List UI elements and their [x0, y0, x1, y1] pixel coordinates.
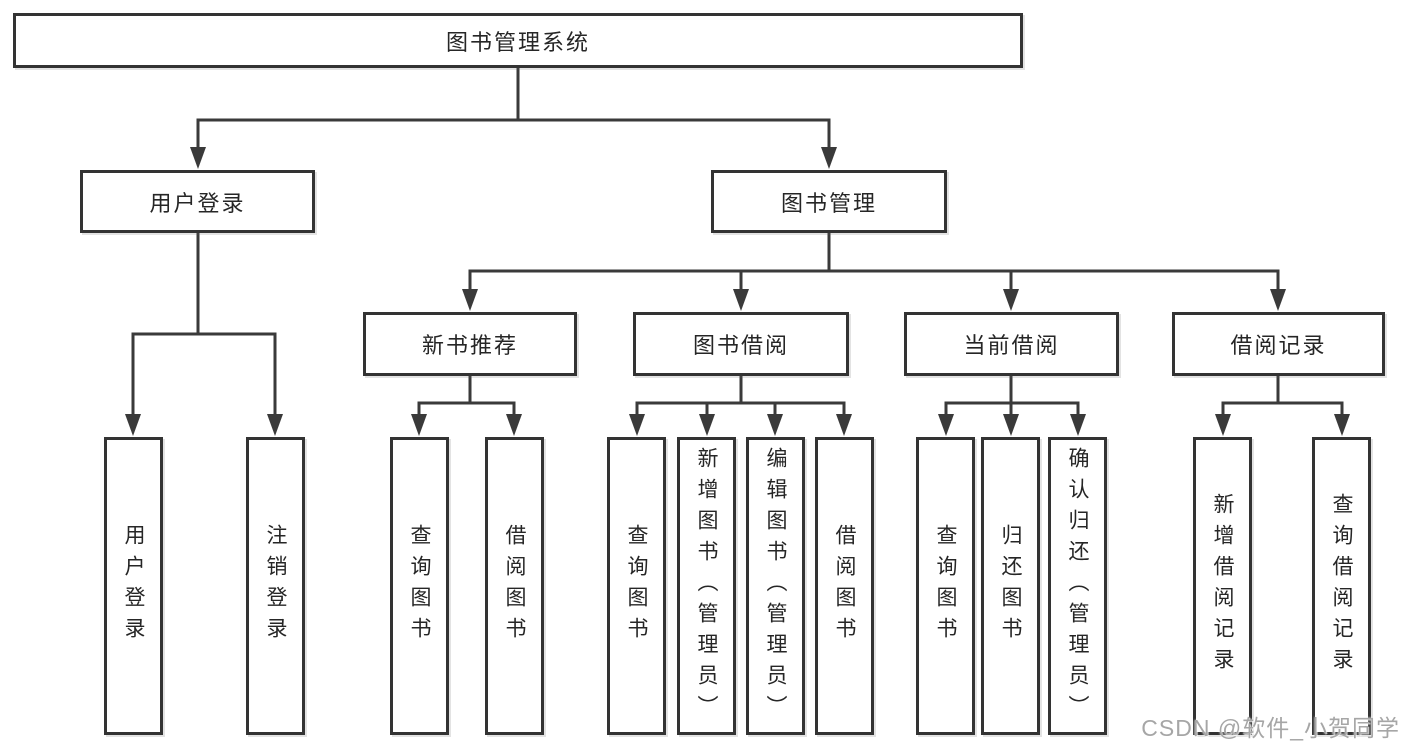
leaf-add-books-admin-label: 新增图书（管理员） [695, 446, 718, 726]
leaf-confirm-return-admin-label: 确认归还（管理员） [1066, 446, 1089, 726]
leaf-borrow-books-2: 借阅图书 [815, 437, 874, 735]
node-new-book-recommend: 新书推荐 [363, 312, 577, 376]
arrow-down-icon [462, 289, 478, 311]
arrow-down-icon [1070, 414, 1086, 436]
arrow-down-icon [733, 289, 749, 311]
leaf-query-borrow-record: 查询借阅记录 [1312, 437, 1371, 735]
leaf-query-books-1-label: 查询图书 [408, 524, 431, 648]
arrow-down-icon [629, 414, 645, 436]
leaf-user-login-label: 用户登录 [122, 524, 145, 648]
leaf-query-books-3: 查询图书 [916, 437, 975, 735]
arrow-down-icon [1270, 289, 1286, 311]
leaf-add-books-admin: 新增图书（管理员） [677, 437, 736, 735]
leaf-query-books-2-label: 查询图书 [625, 524, 648, 648]
arrow-down-icon [938, 414, 954, 436]
leaf-logout-label: 注销登录 [264, 524, 287, 648]
node-user-login: 用户登录 [80, 170, 315, 233]
arrow-down-icon [267, 414, 283, 436]
arrowheads [125, 147, 1350, 436]
leaf-return-books-label: 归还图书 [999, 524, 1022, 648]
leaf-query-books-3-label: 查询图书 [934, 524, 957, 648]
arrow-down-icon [190, 147, 206, 169]
leaf-query-books-2: 查询图书 [607, 437, 666, 735]
arrow-down-icon [836, 414, 852, 436]
arrow-down-icon [1003, 414, 1019, 436]
arrow-down-icon [767, 414, 783, 436]
node-book-borrow: 图书借阅 [633, 312, 849, 376]
arrow-down-icon [506, 414, 522, 436]
leaf-query-books-1: 查询图书 [390, 437, 449, 735]
leaf-add-borrow-record-label: 新增借阅记录 [1211, 493, 1234, 679]
node-book-management-label: 图书管理 [780, 190, 877, 216]
arrow-down-icon [821, 147, 837, 169]
leaf-confirm-return-admin: 确认归还（管理员） [1048, 437, 1107, 735]
connector-book-borrow [635, 376, 846, 416]
connector-borrow-records [1221, 376, 1344, 416]
leaf-query-borrow-record-label: 查询借阅记录 [1330, 493, 1353, 679]
leaf-borrow-books-2-label: 借阅图书 [833, 524, 856, 648]
node-root-label: 图书管理系统 [445, 29, 590, 55]
node-current-borrow: 当前借阅 [904, 312, 1119, 376]
node-borrow-records-label: 借阅记录 [1230, 333, 1327, 358]
node-current-borrow-label: 当前借阅 [963, 333, 1060, 358]
leaf-logout: 注销登录 [246, 437, 305, 735]
connector-user-login [131, 233, 277, 416]
arrow-down-icon [1215, 414, 1231, 436]
node-user-login-label: 用户登录 [149, 190, 246, 216]
connector-new-book-recommend [417, 376, 516, 416]
arrow-down-icon [125, 414, 141, 436]
connector-book-management [468, 233, 1280, 291]
leaf-return-books: 归还图书 [981, 437, 1040, 735]
connector-root [196, 68, 831, 149]
leaf-edit-books-admin: 编辑图书（管理员） [746, 437, 805, 735]
leaf-borrow-books-1-label: 借阅图书 [503, 524, 526, 648]
node-borrow-records: 借阅记录 [1172, 312, 1385, 376]
arrow-down-icon [1334, 414, 1350, 436]
arrow-down-icon [699, 414, 715, 436]
leaf-edit-books-admin-label: 编辑图书（管理员） [764, 446, 787, 726]
arrow-down-icon [411, 414, 427, 436]
node-book-management: 图书管理 [711, 170, 947, 233]
leaf-user-login: 用户登录 [104, 437, 163, 735]
csdn-watermark: CSDN @软件_小贺同学 [1141, 715, 1400, 741]
leaf-add-borrow-record: 新增借阅记录 [1193, 437, 1252, 735]
connector-current-borrow [944, 376, 1080, 416]
node-root: 图书管理系统 [13, 13, 1023, 68]
node-book-borrow-label: 图书借阅 [692, 333, 789, 358]
arrow-down-icon [1003, 289, 1019, 311]
node-new-book-recommend-label: 新书推荐 [421, 333, 518, 358]
leaf-borrow-books-1: 借阅图书 [485, 437, 544, 735]
